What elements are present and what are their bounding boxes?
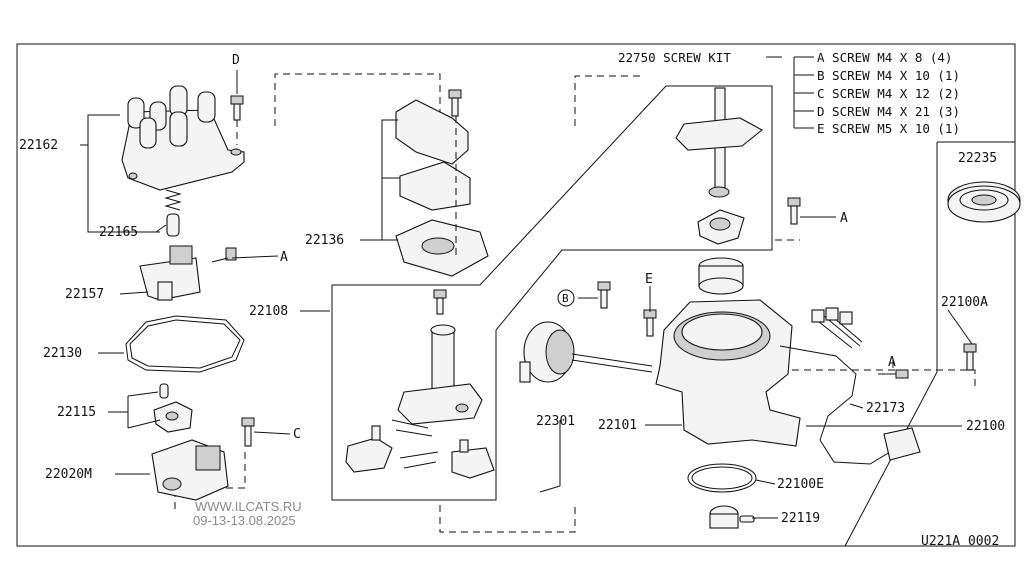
marker-c: C <box>293 427 301 442</box>
distributor-housing <box>655 299 801 447</box>
label-22100: 22100 <box>966 419 1005 434</box>
gear-coupling <box>709 505 755 529</box>
screw-d-pickup <box>448 89 462 260</box>
label-22100E: 22100E <box>777 477 824 492</box>
screw-e <box>643 309 657 337</box>
screw-kit-item-e: E SCREW M5 X 10 (1) <box>817 121 960 136</box>
screw-22100A <box>963 343 977 371</box>
label-22301: 22301 <box>536 414 575 429</box>
shaft-assembly-outline <box>331 85 773 501</box>
rotor-head <box>139 245 201 301</box>
marker-a-upper: A <box>840 211 848 226</box>
pickup-assembly <box>395 99 489 277</box>
roll-pin <box>159 383 169 399</box>
label-22020M: 22020M <box>45 467 92 482</box>
marker-a-right: A <box>888 355 896 370</box>
label-22157: 22157 <box>65 287 104 302</box>
outer-frame <box>16 43 1016 547</box>
ignition-module <box>151 439 229 501</box>
callout-b-circle <box>557 289 575 307</box>
label-22108: 22108 <box>249 304 288 319</box>
insulation-tape <box>947 181 1021 223</box>
o-ring <box>687 463 757 493</box>
label-22100A: 22100A <box>941 295 988 310</box>
watermark-site: WWW.ILCATS.RU <box>195 499 302 514</box>
assembly-outline <box>844 142 938 547</box>
label-22165: 22165 <box>99 225 138 240</box>
marker-d: D <box>232 53 240 68</box>
label-22173: 22173 <box>866 401 905 416</box>
watermark-date: 09-13-13.08.2025 <box>193 513 296 528</box>
diagram-code: U221A 0002 <box>921 534 999 549</box>
screw-a-upper <box>787 197 801 225</box>
screw-c-module <box>241 417 255 447</box>
screw-kit-label: 22750 SCREW KIT <box>618 50 731 65</box>
screw-kit-item-c: C SCREW M4 X 12 (2) <box>817 86 960 101</box>
vacuum-advance <box>519 321 653 383</box>
label-22119: 22119 <box>781 511 820 526</box>
seal-ring <box>125 315 245 373</box>
upper-shaft-plate <box>675 87 763 245</box>
label-22115: 22115 <box>57 405 96 420</box>
screw-kit-item-b: B SCREW M4 X 10 (1) <box>817 68 960 83</box>
screw-d <box>230 70 244 121</box>
label-22235: 22235 <box>958 151 997 166</box>
label-22130: 22130 <box>43 346 82 361</box>
screw-a-harness <box>878 369 909 379</box>
bushing <box>698 257 744 295</box>
screw-d-shaft <box>433 289 447 315</box>
marker-b: B <box>562 292 569 305</box>
carbon-spring <box>164 189 182 237</box>
label-22136: 22136 <box>305 233 344 248</box>
distributor-cap <box>121 85 245 191</box>
screw-kit-item-a: A SCREW M4 X 8 (4) <box>817 50 952 65</box>
marker-e: E <box>645 272 653 287</box>
screw-kit-item-d: D SCREW M4 X 21 (3) <box>817 104 960 119</box>
screw-a-rotor <box>211 247 237 263</box>
label-22101: 22101 <box>598 418 637 433</box>
governor-weights <box>345 419 495 479</box>
marker-a-left: A <box>280 250 288 265</box>
label-22162: 22162 <box>19 138 58 153</box>
oil-seal <box>153 401 193 433</box>
distributor-shaft <box>397 324 483 425</box>
wiring-harness <box>779 307 921 465</box>
screw-b <box>597 281 611 309</box>
